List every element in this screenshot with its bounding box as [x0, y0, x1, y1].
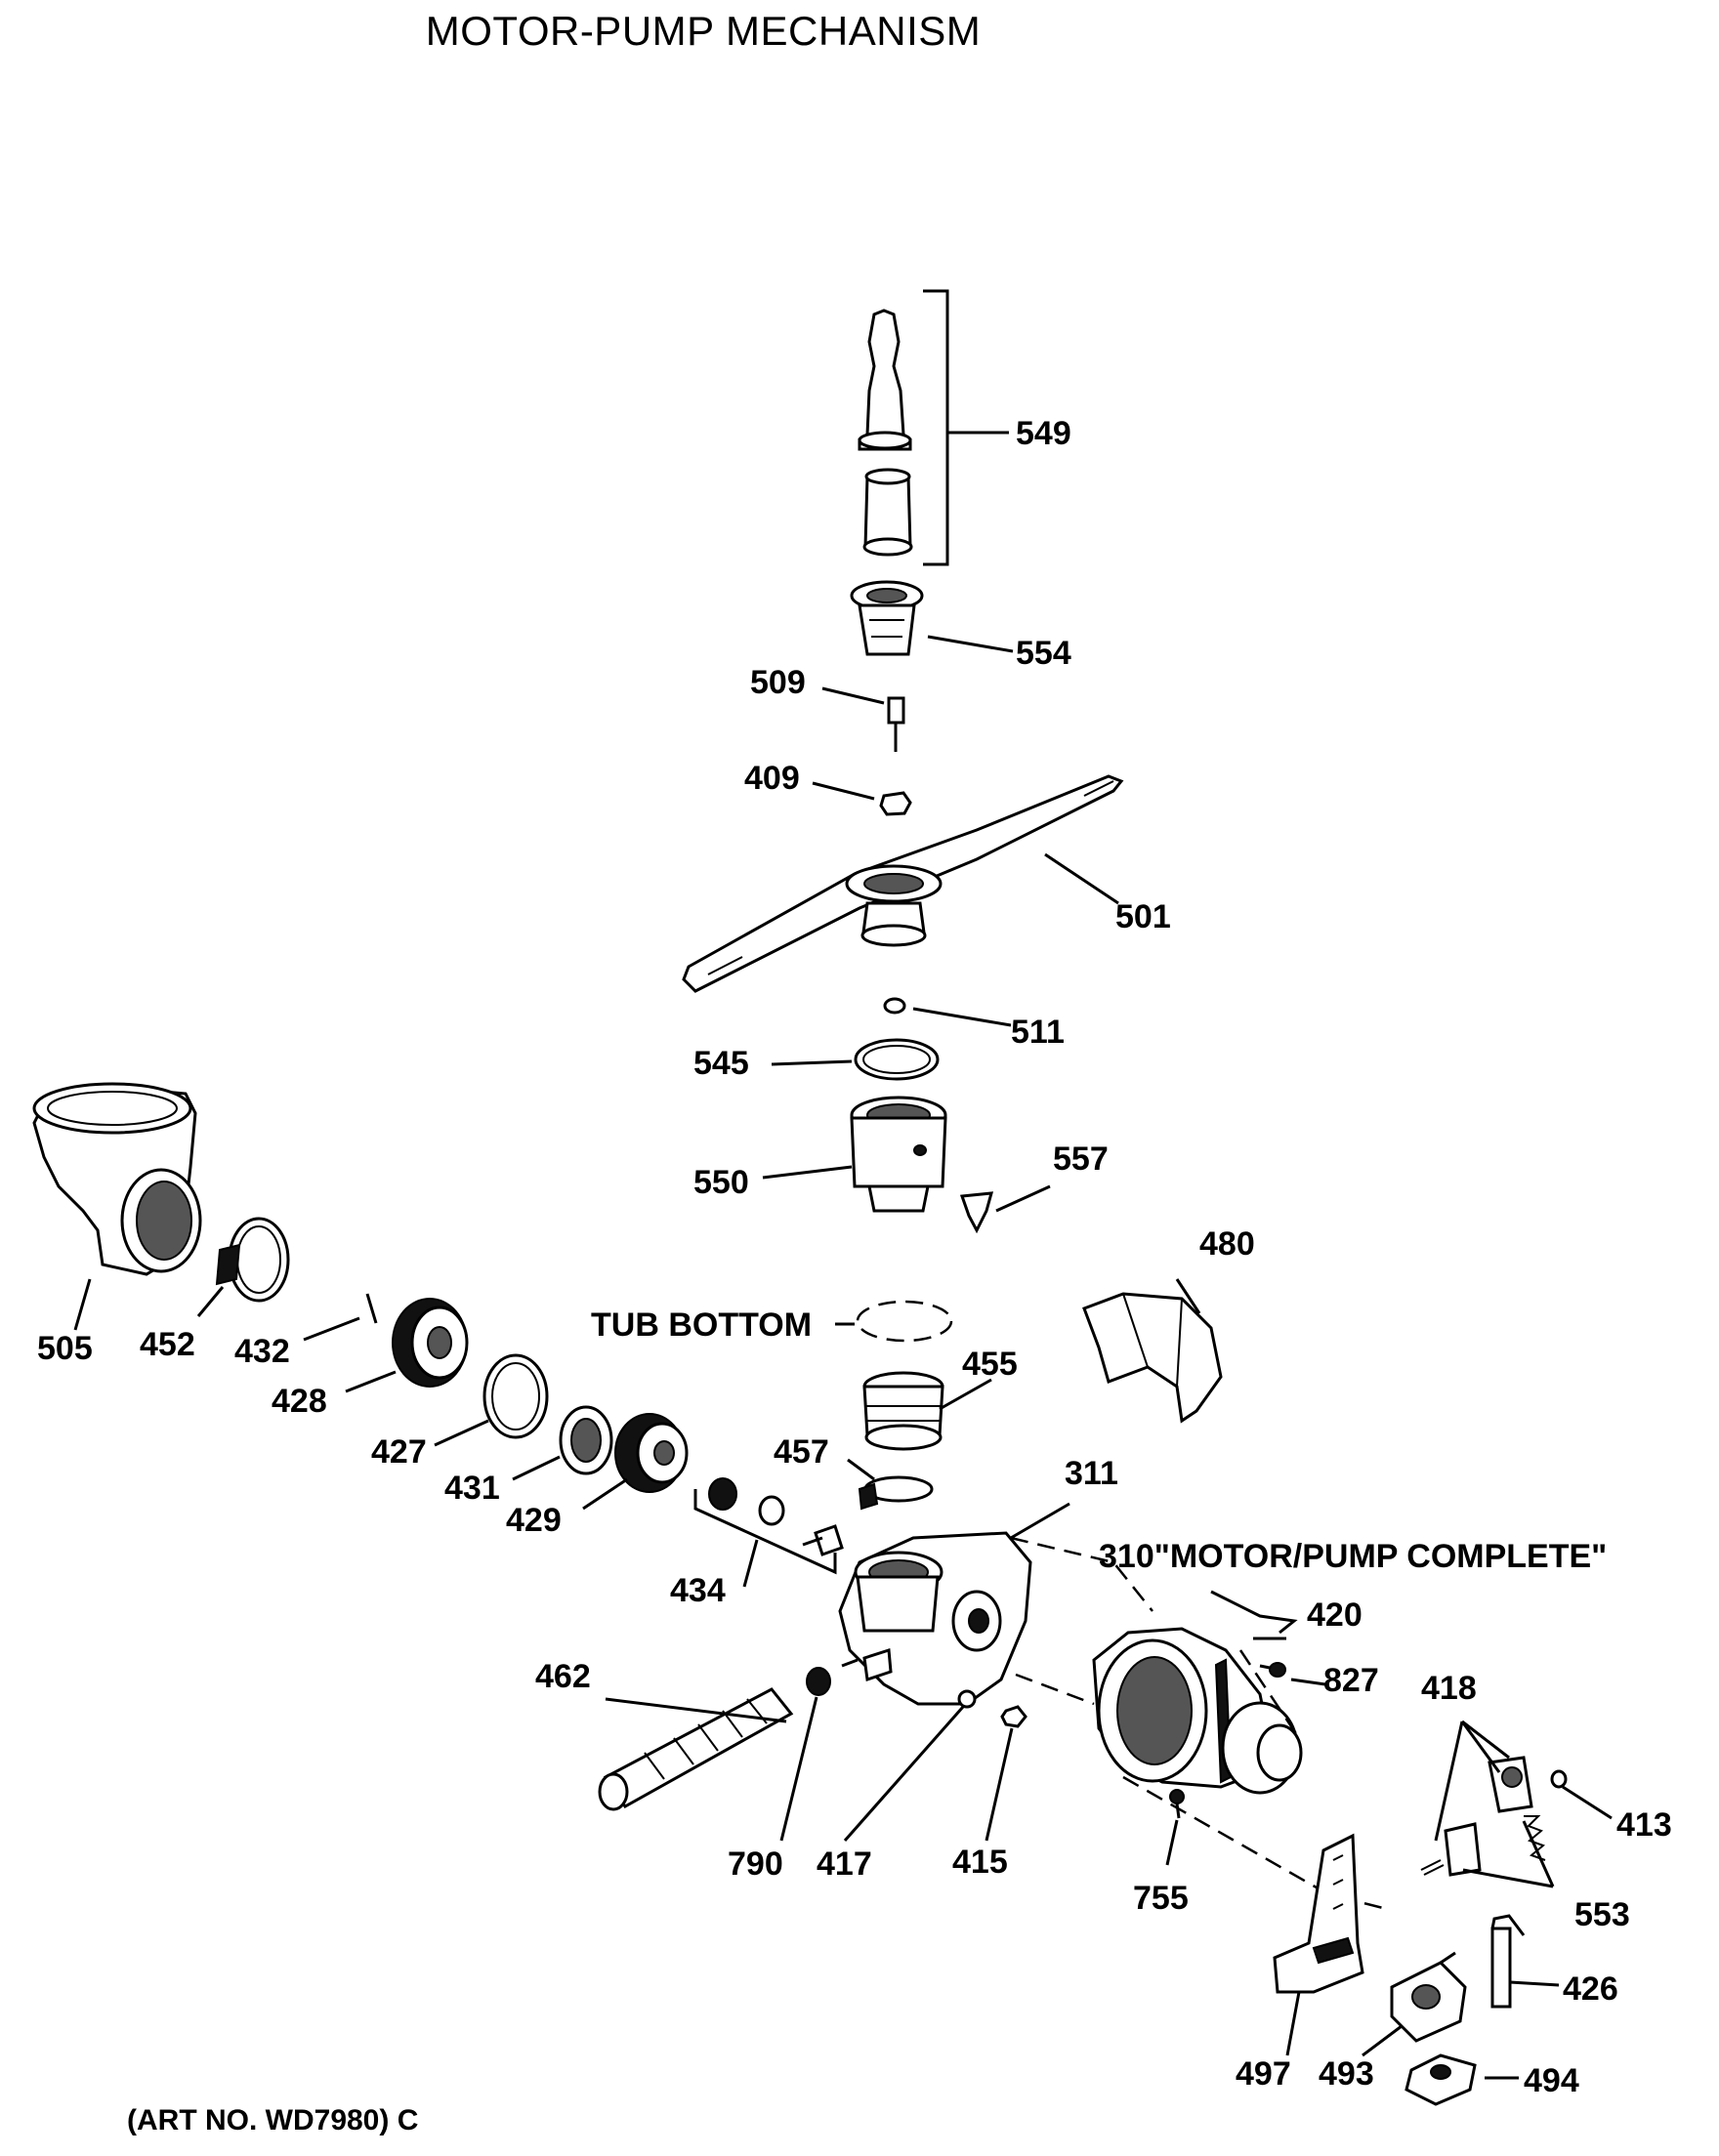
part-label-427: 427 [371, 1433, 427, 1471]
part-550-drawing [850, 1096, 947, 1213]
part-label-549: 549 [1016, 415, 1071, 452]
part-label-455: 455 [962, 1346, 1018, 1383]
part-label-417: 417 [817, 1845, 872, 1883]
part-545-drawing [854, 1038, 940, 1081]
part-452-drawing [215, 1217, 290, 1303]
motor-pump-complete-label: 310"MOTOR/PUMP COMPLETE" [1099, 1538, 1607, 1575]
part-label-311: 311 [1065, 1455, 1118, 1492]
part-label-554: 554 [1016, 635, 1071, 672]
part-431-drawing [559, 1405, 613, 1475]
motor-drawing [1092, 1627, 1303, 1795]
part-label-790: 790 [728, 1845, 783, 1883]
part-label-452: 452 [140, 1326, 195, 1363]
part-label-420: 420 [1307, 1596, 1363, 1634]
part-501-drawing [682, 774, 1124, 993]
part-label-429: 429 [506, 1502, 562, 1539]
part-label-462: 462 [535, 1658, 591, 1695]
part-509-drawing [887, 696, 905, 752]
part-labels: 549 554 509 409 501 511 545 550 557 480 505 452 432 4… [37, 415, 1672, 2099]
part-label-428: 428 [272, 1383, 327, 1420]
part-420-drawing [1210, 1590, 1298, 1635]
part-label-480: 480 [1199, 1225, 1255, 1263]
part-505-drawing [32, 1082, 202, 1276]
part-549-drawing [858, 289, 949, 566]
part-417-drawing [957, 1689, 977, 1709]
part-label-494: 494 [1524, 2062, 1579, 2099]
part-511-drawing [883, 997, 906, 1015]
part-label-501: 501 [1115, 898, 1171, 935]
part-label-497: 497 [1236, 2055, 1291, 2093]
diagram-title: MOTOR-PUMP MECHANISM [425, 8, 982, 54]
part-label-493: 493 [1319, 2055, 1374, 2093]
part-label-545: 545 [693, 1045, 749, 1082]
part-554-drawing [850, 580, 924, 656]
part-label-553: 553 [1574, 1896, 1630, 1933]
part-429-drawing [614, 1413, 689, 1493]
part-480-drawing [1082, 1292, 1223, 1424]
part-label-509: 509 [750, 664, 806, 701]
part-label-505: 505 [37, 1330, 93, 1367]
part-311-drawing [838, 1531, 1032, 1706]
part-label-418: 418 [1421, 1670, 1477, 1707]
part-label-413: 413 [1616, 1806, 1672, 1844]
part-label-827: 827 [1323, 1662, 1379, 1699]
part-label-434: 434 [670, 1572, 726, 1609]
part-557-drawing [959, 1191, 994, 1234]
part-label-557: 557 [1053, 1140, 1109, 1178]
part-462-drawing [598, 1687, 794, 1811]
part-415-drawing [1000, 1705, 1027, 1728]
part-827-drawing [1259, 1662, 1286, 1678]
part-426-drawing [1490, 1914, 1526, 2009]
part-label-755: 755 [1133, 1880, 1189, 1917]
part-493-drawing [1390, 1951, 1467, 2043]
art-number: (ART NO. WD7980) C [127, 2104, 419, 2136]
part-790-drawing [806, 1667, 831, 1696]
part-455-drawing [862, 1371, 944, 1451]
part-label-550: 550 [693, 1164, 749, 1201]
part-427-drawing [482, 1353, 549, 1439]
part-413-drawing [1550, 1769, 1568, 1789]
part-434-drawing [693, 1477, 844, 1575]
tub-bottom-ring [856, 1300, 953, 1343]
part-497-drawing [1273, 1833, 1364, 1994]
tub-bottom-label: TUB BOTTOM [591, 1306, 812, 1344]
part-494-drawing [1405, 2053, 1477, 2106]
part-label-409: 409 [744, 760, 800, 797]
part-label-426: 426 [1563, 1970, 1618, 2008]
part-457-drawing [858, 1475, 934, 1511]
part-label-511: 511 [1011, 1014, 1065, 1051]
part-409-drawing [879, 791, 912, 816]
leader-lines [73, 431, 1613, 2080]
part-428-drawing [365, 1293, 469, 1388]
part-755-drawing [1169, 1789, 1185, 1819]
part-label-431: 431 [444, 1470, 500, 1507]
part-label-457: 457 [774, 1433, 829, 1471]
part-label-432: 432 [234, 1333, 290, 1370]
part-label-415: 415 [952, 1844, 1008, 1881]
